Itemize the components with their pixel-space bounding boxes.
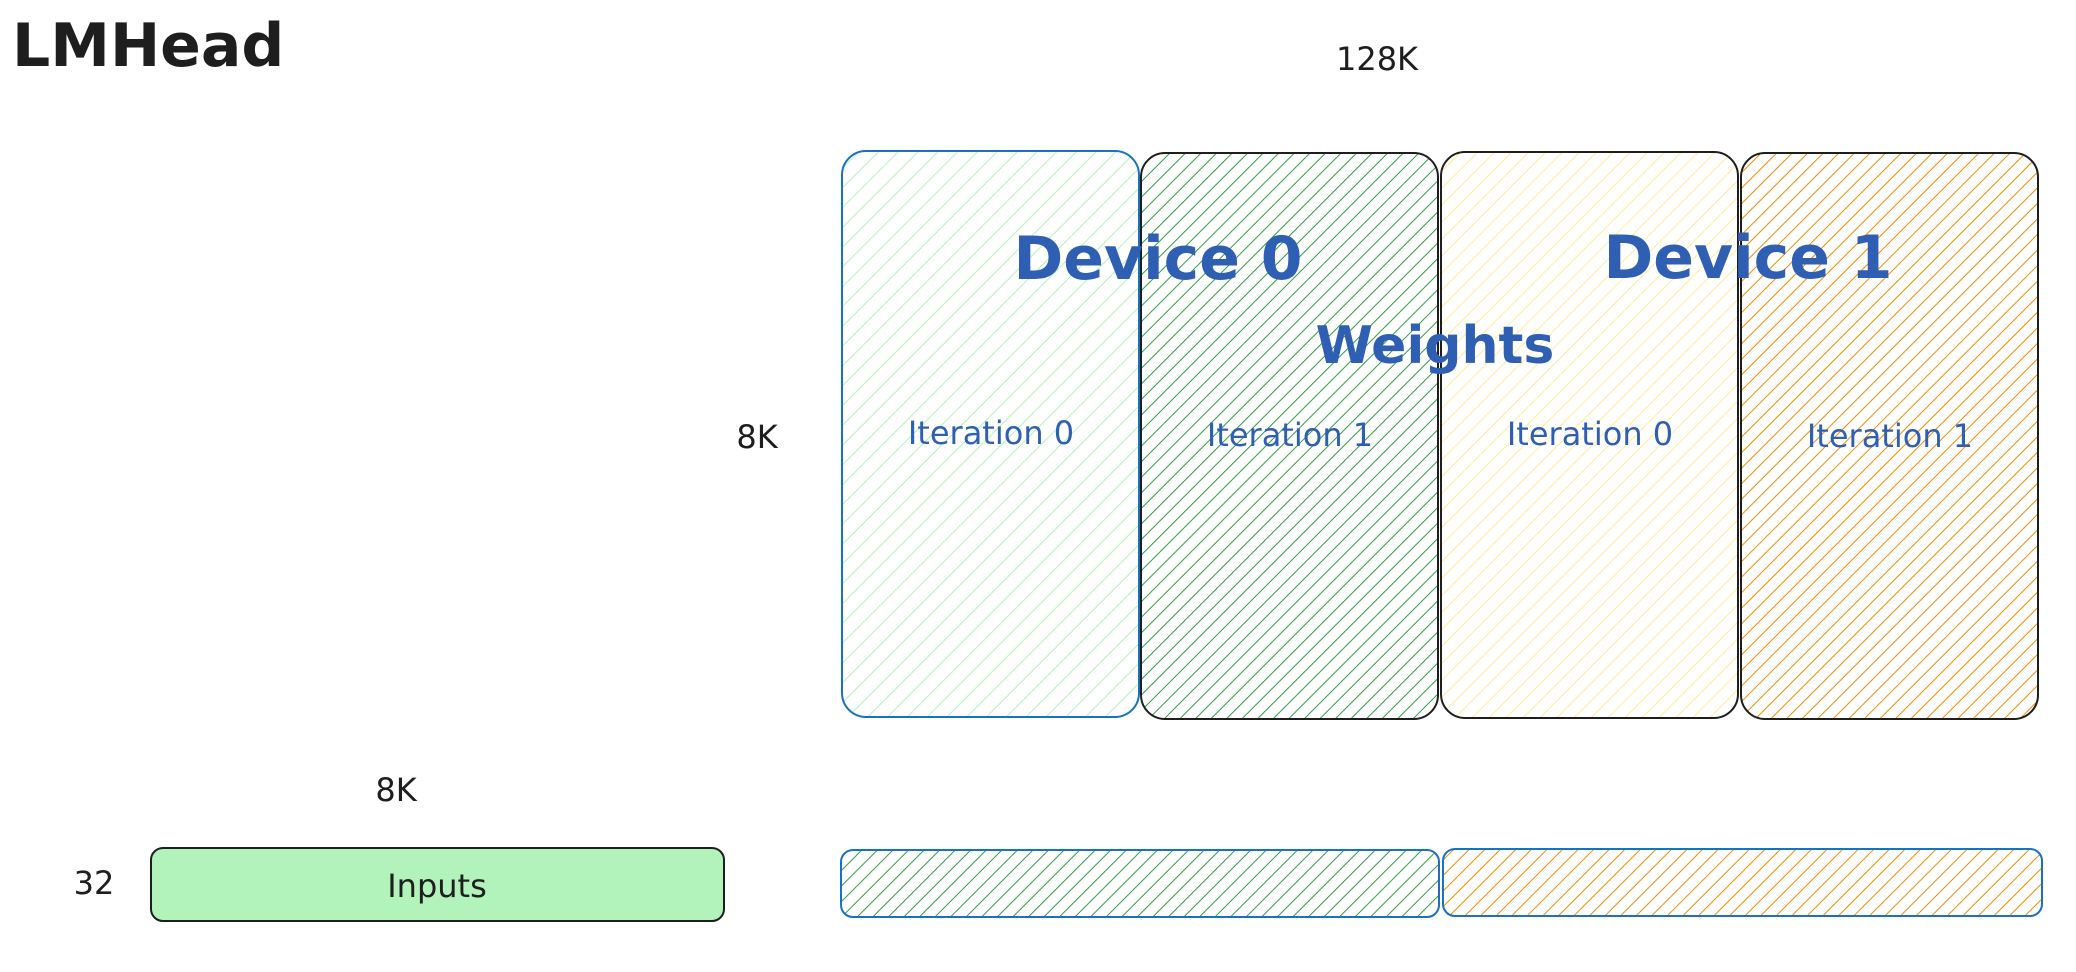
iteration-block-d1-i1: Iteration 1 <box>1740 152 2039 720</box>
device-0-label: Device 0 <box>1013 224 1302 294</box>
iteration-box <box>1740 152 2039 720</box>
inputs-block: Inputs <box>150 847 725 922</box>
output-block-device-0 <box>840 849 1440 918</box>
inputs-label: Inputs <box>387 867 487 905</box>
iteration-box <box>841 150 1140 718</box>
iteration-box <box>1440 151 1739 719</box>
diagram-title: LMHead <box>12 11 284 81</box>
label-128k: 128K <box>1336 40 1419 78</box>
iteration-box <box>1140 152 1439 720</box>
iteration-label: Iteration 1 <box>1207 416 1373 454</box>
label-weights-8k: 8K <box>736 418 778 456</box>
inputs-box <box>150 847 725 922</box>
label-inputs-8k: 8K <box>375 771 417 809</box>
iteration-label: Iteration 0 <box>908 414 1074 452</box>
weights-label: Weights <box>1316 316 1555 376</box>
iteration-block-d0-i0: Iteration 0 <box>841 150 1140 718</box>
device-1-label: Device 1 <box>1603 223 1892 293</box>
iteration-block-d0-i1: Iteration 1 <box>1140 152 1439 720</box>
iteration-block-d1-i0: Iteration 0 <box>1440 151 1739 719</box>
output-block-device-1 <box>1442 848 2043 917</box>
iteration-label: Iteration 0 <box>1507 415 1673 453</box>
label-inputs-32: 32 <box>74 864 115 902</box>
iteration-label: Iteration 1 <box>1807 417 1973 455</box>
